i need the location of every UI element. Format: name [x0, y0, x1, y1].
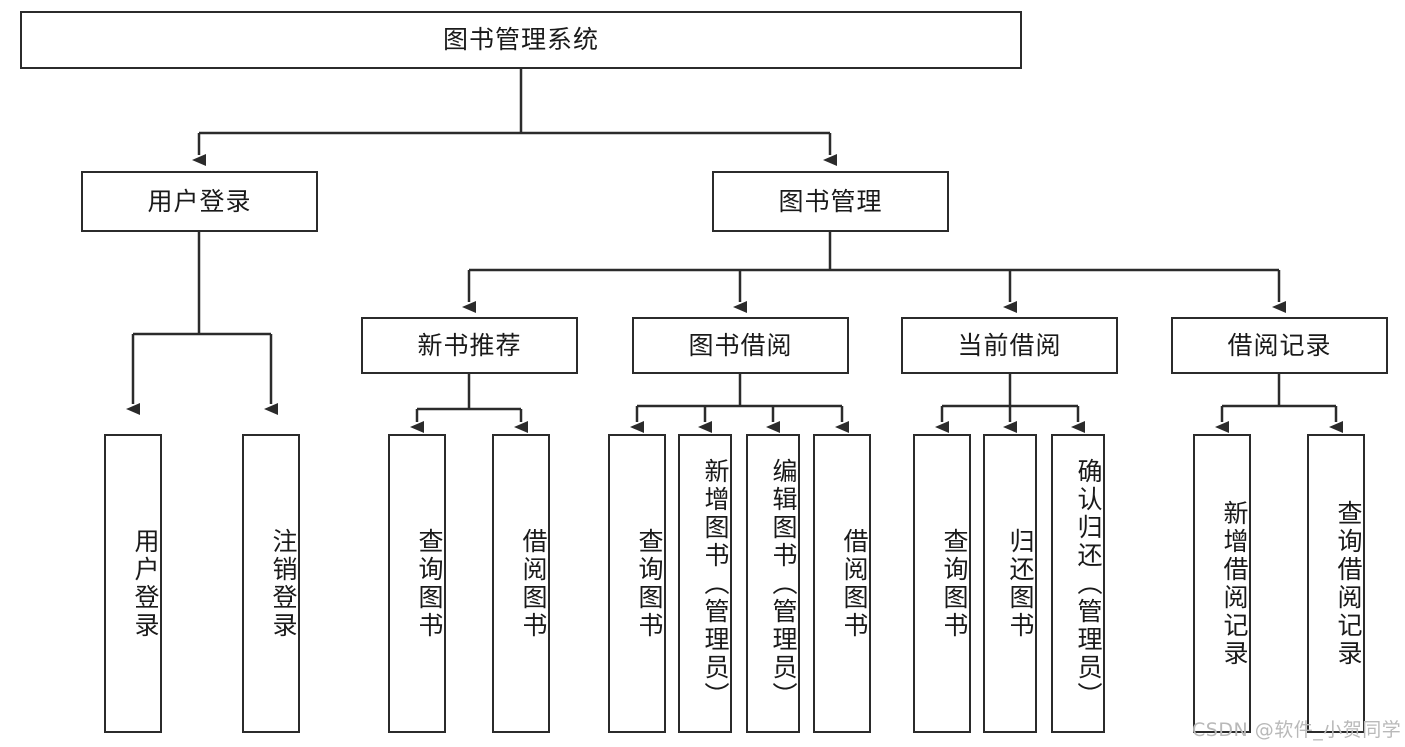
leaf-new-book-query[interactable]: 查询图书: [388, 434, 446, 733]
leaf-label: 借阅图书: [840, 527, 869, 640]
node-book-borrow[interactable]: 图书借阅: [632, 317, 849, 374]
csdn-watermark: CSDN @软件_小贺同学: [1192, 719, 1402, 741]
leaf-label: 借阅图书: [519, 527, 548, 640]
leaf-label: 新增图书（管理员）: [701, 457, 730, 710]
leaf-label: 查询图书: [940, 527, 969, 640]
node-new-book-recommend[interactable]: 新书推荐: [361, 317, 578, 374]
leaf-label: 用户登录: [131, 527, 160, 640]
leaf-current-return-book[interactable]: 归还图书: [983, 434, 1037, 733]
node-book-management[interactable]: 图书管理: [712, 171, 949, 232]
node-root-system[interactable]: 图书管理系统: [20, 11, 1022, 69]
leaf-label: 编辑图书（管理员）: [769, 457, 798, 710]
leaf-label: 查询借阅记录: [1334, 499, 1363, 668]
node-book-borrow-label: 图书借阅: [688, 330, 793, 360]
node-user-login-label: 用户登录: [147, 186, 252, 216]
leaf-label: 注销登录: [269, 527, 298, 640]
node-borrow-record[interactable]: 借阅记录: [1171, 317, 1388, 374]
leaf-label: 归还图书: [1006, 527, 1035, 640]
node-current-borrow[interactable]: 当前借阅: [901, 317, 1118, 374]
node-book-management-label: 图书管理: [778, 186, 883, 216]
node-borrow-record-label: 借阅记录: [1227, 330, 1332, 360]
leaf-borrow-query-book[interactable]: 查询图书: [608, 434, 666, 733]
leaf-user-login-signout[interactable]: 注销登录: [242, 434, 300, 733]
leaf-new-book-borrow[interactable]: 借阅图书: [492, 434, 550, 733]
leaf-user-login-signin[interactable]: 用户登录: [104, 434, 162, 733]
leaf-borrow-add-book[interactable]: 新增图书（管理员）: [678, 434, 732, 733]
node-new-book-recommend-label: 新书推荐: [417, 330, 522, 360]
leaf-label: 查询图书: [635, 527, 664, 640]
node-user-login[interactable]: 用户登录: [81, 171, 318, 232]
leaf-label: 查询图书: [415, 527, 444, 640]
leaf-borrow-borrow-book[interactable]: 借阅图书: [813, 434, 871, 733]
leaf-current-confirm-return[interactable]: 确认归还（管理员）: [1051, 434, 1105, 733]
leaf-borrow-edit-book[interactable]: 编辑图书（管理员）: [746, 434, 800, 733]
leaf-record-query[interactable]: 查询借阅记录: [1307, 434, 1365, 733]
leaf-label: 确认归还（管理员）: [1074, 457, 1103, 710]
leaf-label: 新增借阅记录: [1220, 499, 1249, 668]
node-root-label: 图书管理系统: [442, 25, 599, 55]
leaf-record-add[interactable]: 新增借阅记录: [1193, 434, 1251, 733]
node-current-borrow-label: 当前借阅: [957, 330, 1062, 360]
leaf-current-query-book[interactable]: 查询图书: [913, 434, 971, 733]
